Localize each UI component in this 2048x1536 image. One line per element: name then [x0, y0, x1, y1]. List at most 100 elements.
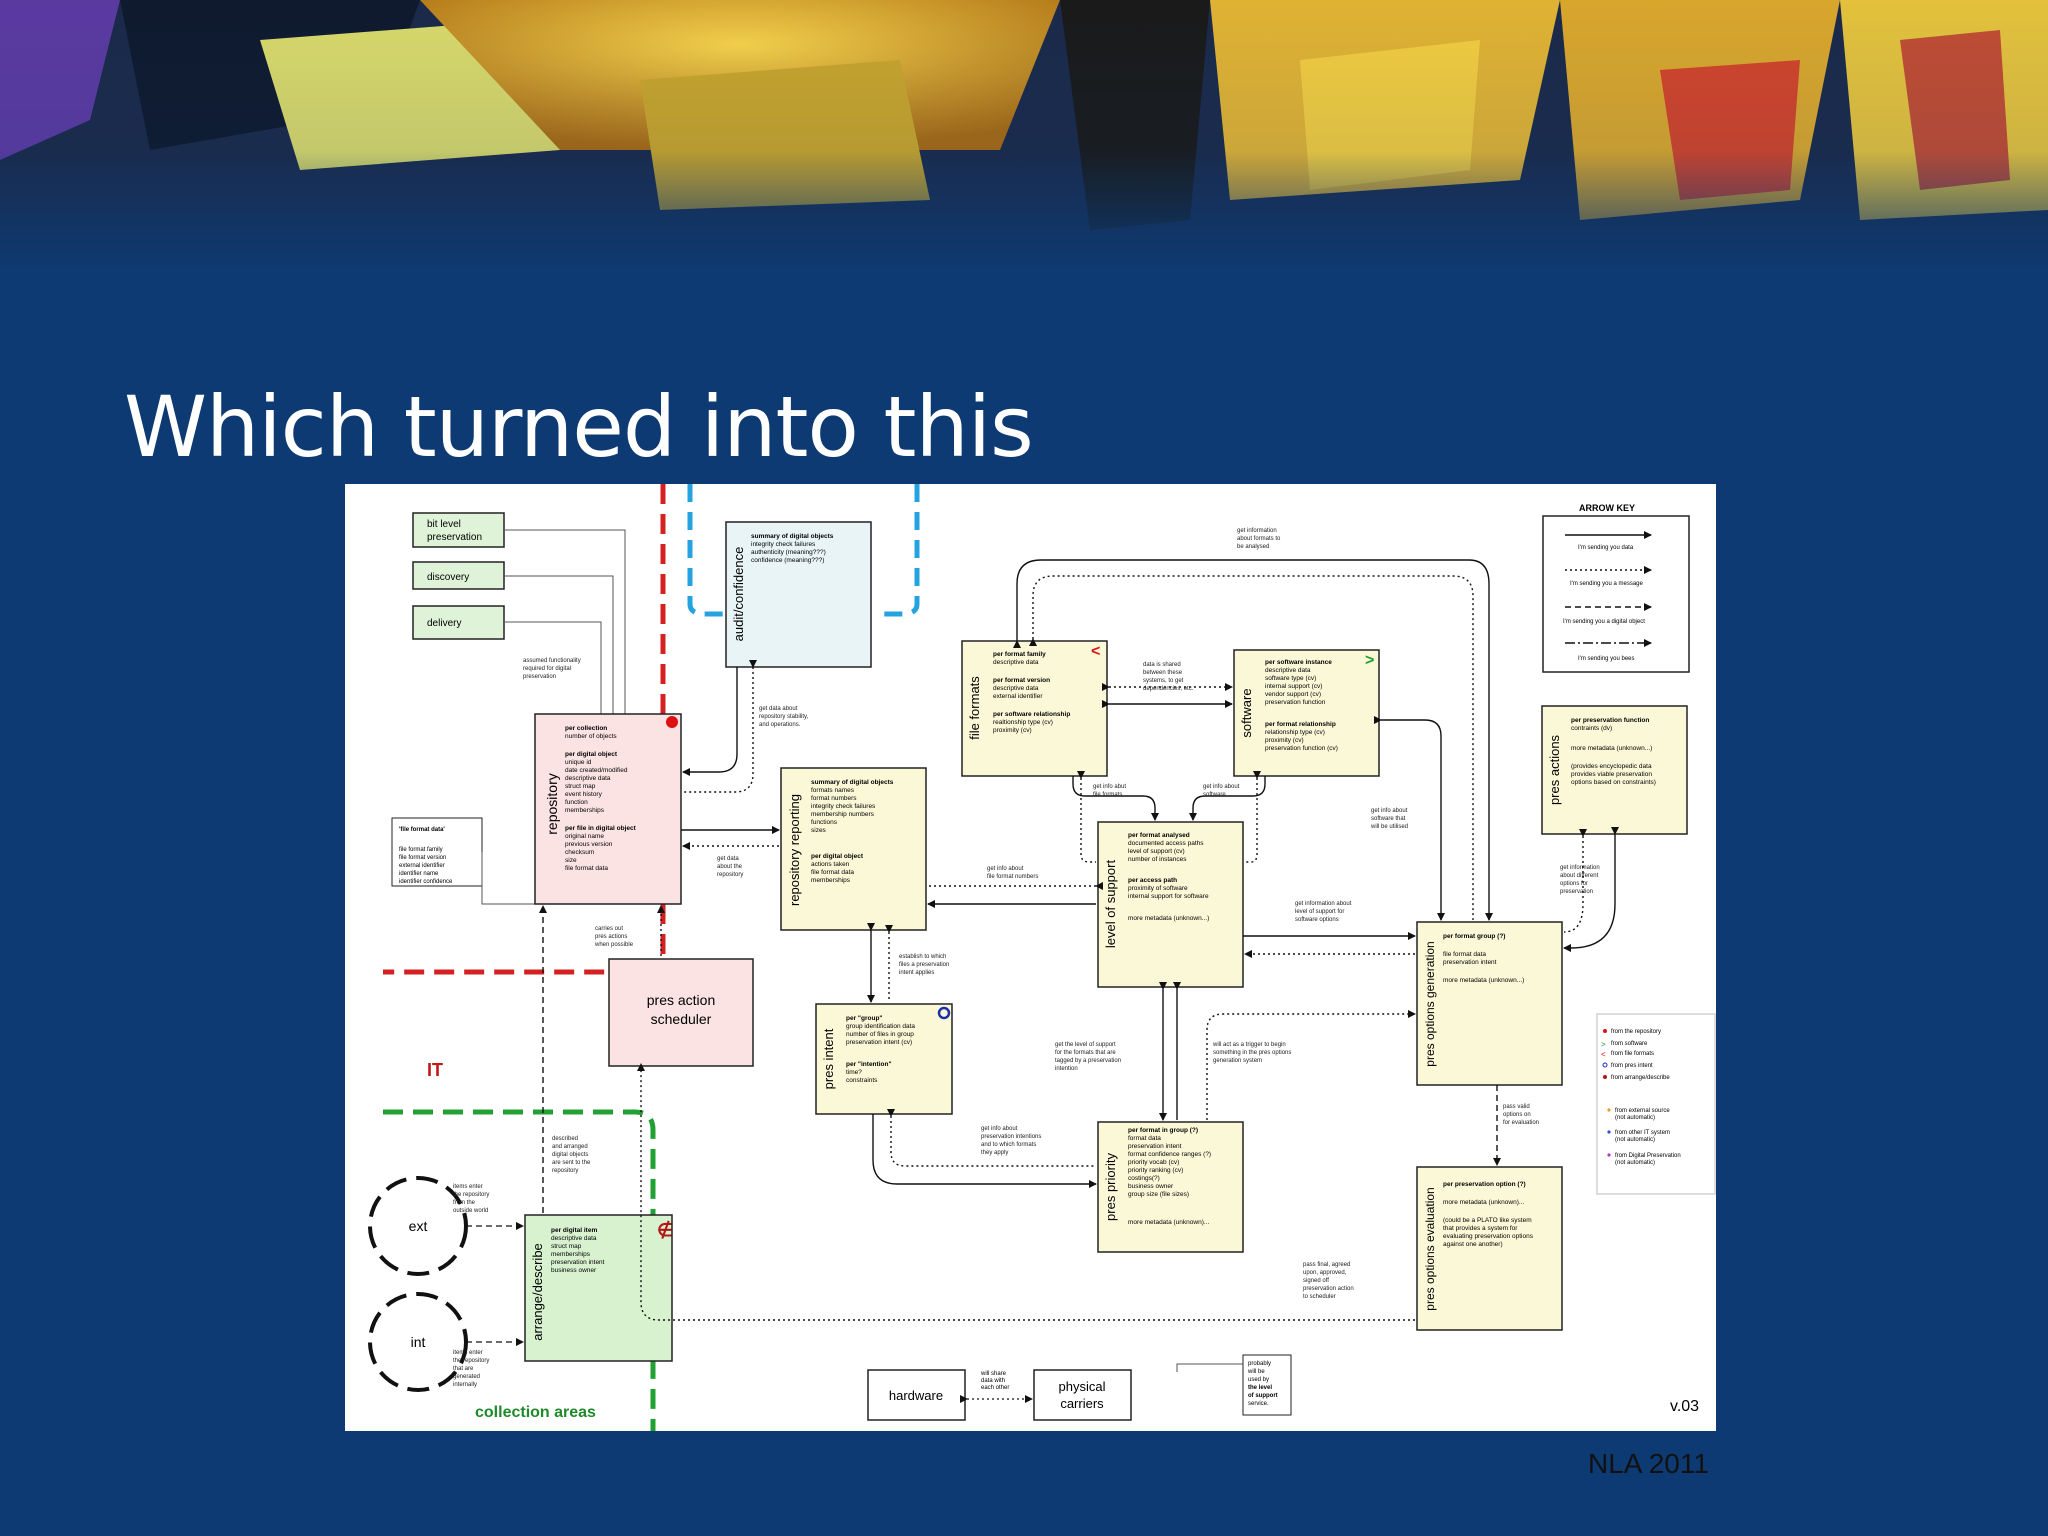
svg-text:vendor support (cv): vendor support (cv) [1265, 691, 1321, 698]
svg-text:used by: used by [1248, 1377, 1269, 1383]
pres-options-generation-box: pres options generation per format group… [1416, 921, 1563, 1086]
stained-glass-banner [0, 0, 2048, 275]
svg-text:intention: intention [1055, 1066, 1078, 1072]
svg-text:about the: about the [717, 864, 743, 870]
arrange-describe-box: ∉ arrange/describe per digital item desc… [524, 1214, 673, 1362]
svg-text:more metadata (unknown...): more metadata (unknown...) [1571, 745, 1652, 752]
pres-action-scheduler-box: pres action scheduler [608, 958, 754, 1067]
svg-text:struct map: struct map [565, 783, 596, 790]
svg-text:costings(?): costings(?) [1128, 1175, 1160, 1182]
svg-text:I'm sending you a message: I'm sending you a message [1570, 581, 1644, 587]
svg-text:per format relationship: per format relationship [1265, 721, 1336, 728]
arrow-key-legend: ARROW KEY I'm sending you data I'm sendi… [1542, 503, 1690, 673]
svg-text:descriptive data: descriptive data [565, 775, 611, 782]
svg-text:descriptive data: descriptive data [1265, 667, 1311, 674]
svg-text:for evaluation: for evaluation [1503, 1120, 1539, 1126]
svg-text:file format version: file format version [399, 855, 446, 861]
svg-text:number of instances: number of instances [1128, 856, 1187, 863]
svg-text:business owner: business owner [551, 1267, 597, 1274]
svg-text:evaluating preservation option: evaluating preservation options [1443, 1233, 1534, 1240]
svg-text:per "intention": per "intention" [846, 1061, 892, 1068]
svg-text:physical: physical [1059, 1379, 1106, 1394]
svg-text:(not automatic): (not automatic) [1615, 1137, 1655, 1143]
svg-text:documented access paths: documented access paths [1128, 840, 1204, 847]
svg-text:original name: original name [565, 833, 604, 840]
audit-boundary-line-right [875, 484, 920, 617]
svg-text:get data: get data [717, 856, 739, 862]
audit-confidence-box: audit/confidence summary of digital obje… [725, 521, 872, 668]
svg-text:to scheduler: to scheduler [1303, 1294, 1336, 1300]
svg-text:software that: software that [1371, 816, 1406, 822]
it-label: IT [427, 1060, 443, 1080]
svg-text:integrity check failures: integrity check failures [751, 541, 816, 548]
svg-text:more metadata (unknown)...: more metadata (unknown)... [1443, 1199, 1524, 1206]
svg-text:ARROW KEY: ARROW KEY [1579, 503, 1635, 513]
diagram-canvas: IT collection areas bit level preservati… [368, 484, 1716, 1431]
svg-text:pass valid: pass valid [1503, 1104, 1530, 1110]
svg-text:get information: get information [1237, 528, 1277, 534]
header-banner-image [0, 0, 2048, 275]
svg-text:per format group (?): per format group (?) [1443, 933, 1505, 940]
svg-text:preservation action: preservation action [1303, 1286, 1354, 1292]
svg-text:internal support (cv): internal support (cv) [1265, 683, 1322, 690]
svg-text:hardware: hardware [889, 1388, 943, 1403]
svg-text:number of files in group: number of files in group [846, 1031, 914, 1038]
audit-boundary-line-left [687, 484, 725, 617]
svg-text:probably: probably [1248, 1361, 1271, 1367]
svg-text:size: size [565, 857, 577, 864]
svg-text:(not automatic): (not automatic) [1615, 1115, 1655, 1121]
svg-text:per digital object: per digital object [565, 751, 618, 758]
svg-text:more metadata (unknown...): more metadata (unknown...) [1128, 915, 1209, 922]
svg-text:'file format data': 'file format data' [399, 827, 445, 833]
svg-text:sizes: sizes [811, 827, 827, 834]
pres-intent-box: pres intent per "group" group identifica… [815, 1003, 953, 1115]
svg-text:and to which formats: and to which formats [981, 1142, 1036, 1148]
svg-text:per access path: per access path [1128, 877, 1177, 884]
svg-text:from external source: from external source [1615, 1108, 1670, 1114]
svg-text:they apply: they apply [981, 1150, 1008, 1156]
svg-text:number of objects: number of objects [565, 733, 617, 740]
svg-text:options for: options for [1560, 881, 1588, 887]
svg-text:dependencies, etc.: dependencies, etc. [1143, 686, 1194, 692]
svg-text:from other IT system: from other IT system [1615, 1130, 1670, 1136]
svg-text:more metadata (unknown...): more metadata (unknown...) [1443, 977, 1524, 984]
svg-text:systems, to get: systems, to get [1143, 678, 1184, 684]
svg-text:priority ranking (cv): priority ranking (cv) [1128, 1167, 1183, 1174]
svg-text:internal support for software: internal support for software [1128, 893, 1209, 900]
svg-text:preservation intent (cv): preservation intent (cv) [846, 1039, 912, 1046]
svg-text:preservation intentions: preservation intentions [981, 1134, 1041, 1140]
svg-text:integrity check failures: integrity check failures [811, 803, 876, 810]
file-formats-label: file formats [967, 676, 982, 740]
svg-text:signed off: signed off [1303, 1278, 1329, 1284]
svg-text:(not automatic): (not automatic) [1615, 1160, 1655, 1166]
svg-text:struct map: struct map [551, 1243, 582, 1250]
svg-text:format data: format data [1128, 1135, 1161, 1142]
svg-text:more metadata (unknown)...: more metadata (unknown)... [1128, 1219, 1209, 1226]
svg-text:event history: event history [565, 791, 603, 798]
svg-text:from the: from the [453, 1200, 476, 1206]
svg-text:pres action: pres action [647, 992, 715, 1008]
svg-text:summary of digital objects: summary of digital objects [811, 779, 894, 786]
svg-text:from software: from software [1611, 1041, 1648, 1047]
svg-text:proximity of software: proximity of software [1128, 885, 1188, 892]
svg-text:get information: get information [1560, 865, 1600, 871]
svg-text:get information about: get information about [1295, 901, 1352, 907]
svg-text:of support: of support [1248, 1393, 1278, 1399]
svg-text:I'm sending you a digital obje: I'm sending you a digital object [1563, 619, 1645, 625]
repository-reporting-box: repository reporting summary of digital … [780, 767, 927, 931]
will-share-note: will share data with each other [980, 1371, 1009, 1391]
svg-text:unique id: unique id [565, 759, 592, 766]
pres-options-evaluation-box: pres options evaluation per preservation… [1416, 1166, 1563, 1331]
svg-text:per software relationship: per software relationship [993, 711, 1070, 718]
svg-text:from file formats: from file formats [1611, 1051, 1654, 1057]
svg-text:preservation function: preservation function [1265, 699, 1326, 706]
svg-text:the repository: the repository [453, 1358, 489, 1364]
svg-text:data with: data with [981, 1378, 1005, 1384]
svg-text:will be: will be [1247, 1369, 1265, 1375]
svg-text:software options: software options [1295, 917, 1339, 923]
system-diagram: IT collection areas bit level preservati… [345, 484, 1716, 1431]
probably-used-note: probably will be used by the level of su… [1242, 1354, 1292, 1416]
svg-text:preservation function (cv): preservation function (cv) [1265, 745, 1338, 752]
service-label: bit level [427, 519, 461, 530]
physical-carriers-box: physical carriers [1033, 1369, 1132, 1421]
